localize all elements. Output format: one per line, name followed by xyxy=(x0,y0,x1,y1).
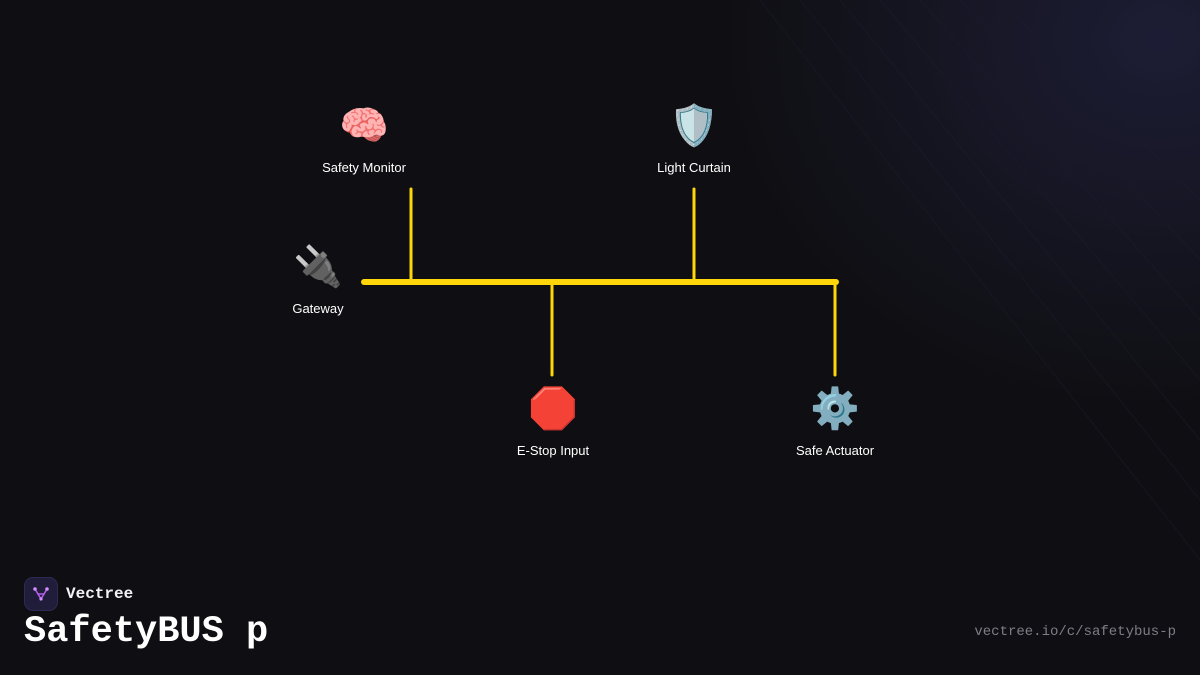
brand-name: Vectree xyxy=(66,585,134,603)
shield-icon: 🛡️ xyxy=(669,103,719,149)
stop-sign-icon: 🛑 xyxy=(528,386,578,432)
node-safety-monitor[interactable]: 🧠 Safety Monitor xyxy=(284,102,444,175)
node-label: Light Curtain xyxy=(657,160,731,175)
node-label: Safety Monitor xyxy=(322,160,406,175)
node-safe-actuator[interactable]: ⚙️ Safe Actuator xyxy=(755,385,915,458)
node-label: Safe Actuator xyxy=(795,443,875,458)
vectree-logo-icon xyxy=(24,577,58,611)
node-light-curtain[interactable]: 🛡️ Light Curtain xyxy=(614,102,774,175)
source-url[interactable]: vectree.io/c/safetybus-p xyxy=(974,624,1176,640)
node-label: E-Stop Input xyxy=(516,443,590,458)
plug-icon: 🔌 xyxy=(293,244,343,290)
gear-icon: ⚙️ xyxy=(810,386,860,432)
page-title: SafetyBUS p xyxy=(24,611,269,653)
node-label: Gateway xyxy=(292,301,344,316)
brand[interactable]: Vectree xyxy=(24,577,133,611)
node-gateway[interactable]: 🔌 Gateway xyxy=(238,243,398,316)
node-estop-input[interactable]: 🛑 E-Stop Input xyxy=(473,385,633,458)
brain-icon: 🧠 xyxy=(339,103,389,149)
